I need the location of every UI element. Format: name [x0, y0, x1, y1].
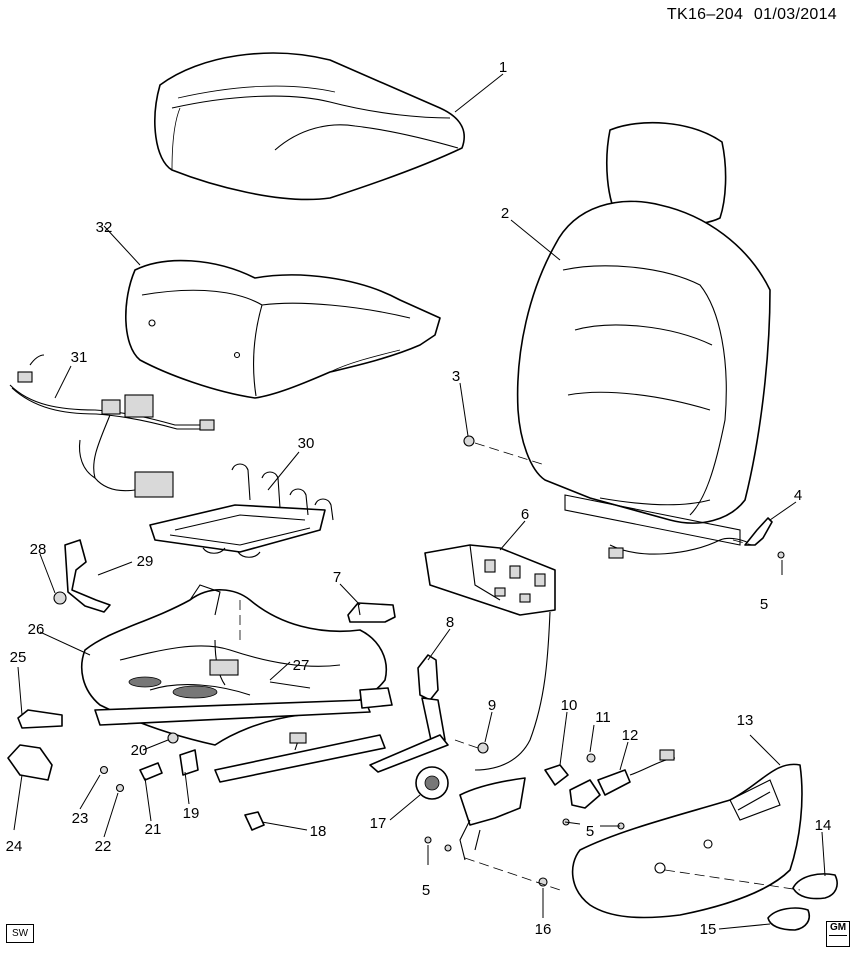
callout-11: 11 [595, 709, 611, 726]
callout-7: 7 [333, 569, 341, 586]
callout-labels: 1 2 3 4 5 5 5 6 7 8 9 10 11 12 13 14 15 … [6, 59, 832, 938]
callout-16: 16 [535, 921, 552, 938]
recliner-mechanism [415, 766, 625, 861]
gm-logo-text: GM [829, 922, 847, 933]
small-hardware [99, 732, 265, 831]
rail-end-cover-24 [7, 744, 53, 781]
gm-logo: GM [826, 921, 850, 947]
panel-screw [464, 857, 561, 891]
diagram-id: TK16–204 [666, 6, 744, 23]
callout-12: 12 [622, 727, 639, 744]
callout-8: 8 [446, 614, 454, 631]
callout-9: 9 [488, 697, 496, 714]
callout-14: 14 [815, 817, 832, 834]
seat-cushion-cover [154, 52, 465, 201]
callout-23: 23 [72, 810, 89, 827]
anchor-bolt [454, 739, 489, 754]
diagram-header: TK16–204 01/03/2014 [661, 6, 837, 24]
callout-17: 17 [370, 815, 387, 832]
callout-1: 1 [499, 59, 507, 76]
callout-19: 19 [183, 805, 200, 822]
callout-15: 15 [700, 921, 717, 938]
belt-buckle-29 [64, 539, 111, 613]
callout-3: 3 [452, 368, 460, 385]
callout-29: 29 [137, 553, 154, 570]
callout-26: 26 [28, 621, 45, 638]
callout-30: 30 [298, 435, 315, 452]
callout-31: 31 [71, 349, 88, 366]
power-adjuster-module [424, 544, 556, 771]
callout-25: 25 [10, 649, 27, 666]
seat-back-assembly [516, 121, 771, 559]
adjuster-switch-assembly [544, 749, 676, 809]
seat-frame-adjuster [80, 584, 393, 783]
sw-badge: SW [6, 924, 34, 943]
callout-27: 27 [293, 657, 310, 674]
trim-cap-14 [664, 869, 838, 900]
callout-5a: 5 [760, 596, 768, 613]
callout-10: 10 [561, 697, 578, 714]
callout-21: 21 [145, 821, 162, 838]
callout-2: 2 [501, 205, 509, 222]
frame-clip [347, 602, 396, 623]
callout-18: 18 [310, 823, 327, 840]
callout-leaders [13, 73, 826, 930]
callout-5b: 5 [586, 823, 594, 840]
callout-6: 6 [521, 506, 529, 523]
callout-4: 4 [794, 487, 802, 504]
belt-nut-28 [53, 591, 67, 605]
push-pin-fastener [463, 435, 546, 466]
callout-22: 22 [95, 838, 112, 855]
callout-24: 24 [6, 838, 23, 855]
callout-5c: 5 [422, 882, 430, 899]
wiring-harness [9, 354, 215, 498]
seat-belt-buckle-stalk [369, 654, 449, 773]
seat-suspension-mat [149, 463, 334, 558]
frame-tie-rod [239, 600, 311, 689]
callout-32: 32 [96, 219, 113, 236]
callout-13: 13 [737, 712, 754, 729]
trim-cap-15 [767, 907, 811, 931]
rail-end-cover-25 [17, 709, 63, 729]
gm-logo-underline [829, 935, 847, 944]
seat-cushion-pad [125, 259, 441, 399]
callout-28: 28 [30, 541, 47, 558]
bracket-clip [732, 517, 785, 559]
outer-trim-panel [571, 763, 803, 919]
diagram-date: 01/03/2014 [753, 6, 837, 23]
callout-20: 20 [131, 742, 148, 759]
